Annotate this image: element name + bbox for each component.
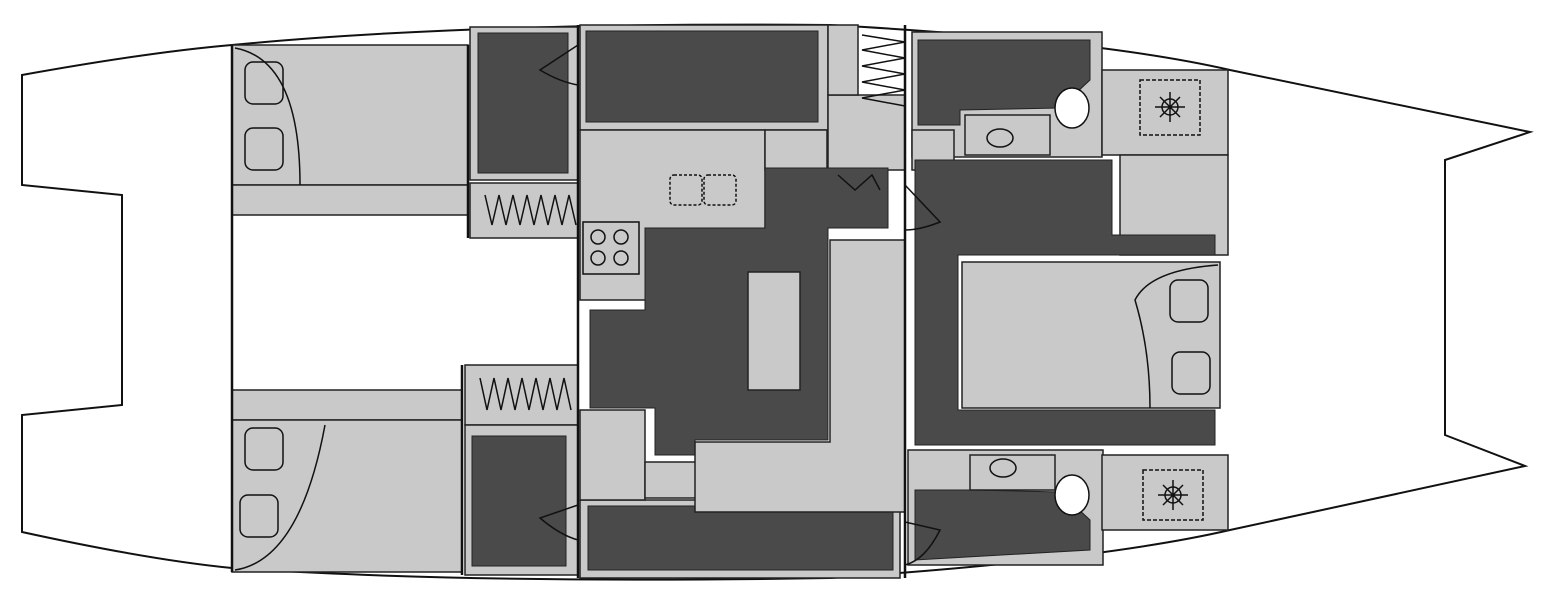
head-sink-counter-bottom <box>969 454 1056 491</box>
wall <box>230 25 907 578</box>
stove-burner <box>613 229 629 245</box>
sink-icon <box>669 174 703 206</box>
pillow-icon <box>244 427 284 471</box>
drawer-bottom <box>644 461 698 499</box>
stairs-icon <box>861 34 906 107</box>
berth-bottom <box>587 505 894 571</box>
salon-floor <box>589 167 889 456</box>
pillow-icon <box>1169 279 1209 323</box>
bed-icon <box>1134 264 1219 409</box>
salon-table <box>747 271 801 391</box>
head-floor-top <box>917 39 1091 126</box>
door-icon <box>538 44 579 86</box>
berth-top <box>585 30 819 123</box>
sink-icon <box>703 174 737 206</box>
stove-burner <box>590 229 606 245</box>
door-icon <box>904 184 942 231</box>
door-icon <box>538 504 579 541</box>
stairs-bottom-area <box>464 364 579 426</box>
hatch-icon <box>1139 79 1201 136</box>
mid-cabinet <box>827 94 906 171</box>
toilet-icon <box>1054 87 1090 129</box>
pillow-icon <box>239 494 279 538</box>
door-icon <box>837 173 881 192</box>
basin-icon <box>989 458 1017 478</box>
master-cabin-floor <box>914 159 1216 446</box>
stove-icon <box>582 221 640 275</box>
bed-icon <box>234 47 301 186</box>
stairs-icon <box>484 194 577 226</box>
toilet-icon <box>1054 474 1090 516</box>
mid-column <box>827 24 859 96</box>
pillow-icon <box>244 127 284 171</box>
head-sink-counter-top <box>964 114 1051 156</box>
door-icon <box>904 521 942 566</box>
pillow-icon <box>244 61 284 105</box>
walkway-top <box>231 184 469 216</box>
stove-burner <box>590 250 606 266</box>
floor-cabin-bottom <box>471 435 567 567</box>
pillow-icon <box>1171 351 1211 395</box>
galley-lower <box>579 409 646 501</box>
hatch-icon <box>1142 469 1204 521</box>
walkway-bottom <box>231 389 463 421</box>
floor-cabin-top <box>477 32 569 174</box>
drawer-top <box>764 129 828 171</box>
stairs-icon <box>479 377 572 411</box>
basin-icon <box>986 128 1014 148</box>
bed-icon <box>234 424 326 571</box>
stove-burner <box>613 250 629 266</box>
